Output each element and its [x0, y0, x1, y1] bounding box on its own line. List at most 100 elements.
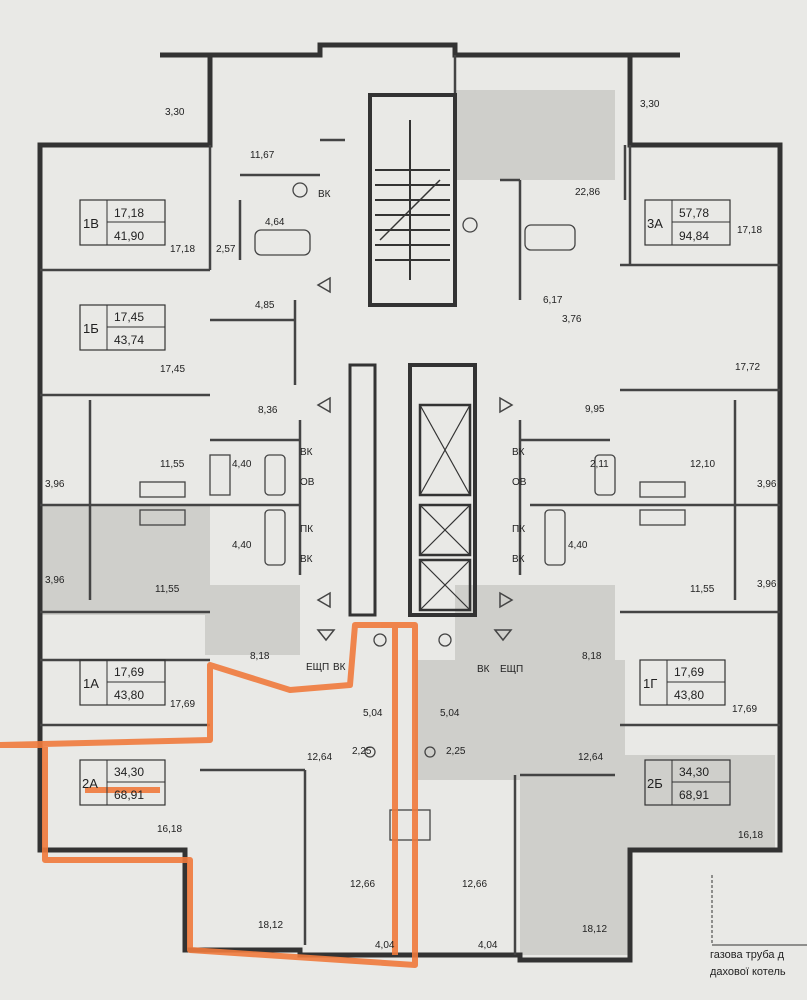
room-area: 5,04 [363, 708, 383, 719]
room-area: 3,96 [45, 575, 65, 586]
apt-1V: 1В 17,18 41,90 [79, 199, 166, 246]
room-area: 4,64 [265, 217, 285, 228]
apt-1A-total: 43,80 [114, 688, 144, 702]
walls [37, 42, 783, 963]
interior-walls [40, 55, 780, 955]
apt-1B-living: 17,45 [114, 310, 144, 324]
room-area: 5,04 [440, 708, 460, 719]
apt-1A: 1А 17,69 43,80 [79, 659, 166, 706]
apt-1G-total: 43,80 [674, 688, 704, 702]
shaft-label: ОВ [300, 477, 315, 488]
room-area: 17,69 [732, 704, 757, 715]
room-area: 17,18 [170, 244, 195, 255]
room-area: 16,18 [738, 830, 763, 841]
shaft-label: ОВ [512, 477, 527, 488]
room-area: 8,36 [258, 405, 278, 416]
room-area: 2,11 [590, 459, 609, 470]
room-area: 2,57 [216, 244, 236, 255]
highlight-2a [0, 622, 418, 968]
room-area: 3,30 [165, 107, 185, 118]
room-area: 17,72 [735, 362, 760, 373]
room-area: 8,18 [250, 651, 270, 662]
room-area: 16,18 [157, 824, 182, 835]
shaft-label: ВК [300, 447, 313, 458]
apt-1A-code: 1А [83, 676, 99, 691]
note-line-2: дахової котель [710, 966, 786, 978]
gas-pipe-note: газова труба д дахової котель [710, 875, 807, 978]
apt-1G: 1Г 17,69 43,80 [639, 659, 726, 706]
apt-2B-living: 34,30 [679, 765, 709, 779]
apt-1V-living: 17,18 [114, 206, 144, 220]
room-area: 2,25 [446, 746, 466, 757]
room-area: 9,95 [585, 404, 605, 415]
shaft-label: ВК [333, 662, 346, 673]
room-area: 12,66 [462, 879, 487, 890]
apt-2B-total: 68,91 [679, 788, 709, 802]
shaft-labels: ВК ВК ОВ ПК ВК ВК ОВ ПК ВК ЕЩП ВК ВК ЕЩП [300, 189, 527, 675]
shaft-label: ВК [300, 554, 313, 565]
apt-1A-living: 17,69 [114, 665, 144, 679]
room-area: 12,64 [307, 752, 332, 763]
shaft-label: ЕЩП [500, 664, 523, 675]
shaft-label: ВК [512, 447, 525, 458]
apt-2A-code: 2А [82, 776, 98, 791]
room-area: 4,40 [232, 540, 252, 551]
room-area: 22,86 [575, 187, 600, 198]
room-area-labels: 3,30 3,30 11,67 22,86 4,64 17,18 2,57 17… [45, 99, 777, 951]
room-area: 12,10 [690, 459, 715, 470]
room-area: 12,66 [350, 879, 375, 890]
apt-1B: 1Б 17,45 43,74 [79, 304, 166, 351]
room-area: 8,18 [582, 651, 602, 662]
door-markers [316, 276, 514, 642]
shaft-label: ПК [300, 524, 313, 535]
room-area: 18,12 [582, 924, 607, 935]
room-area: 3,96 [45, 479, 65, 490]
room-area: 12,64 [578, 752, 603, 763]
bathroom-fixtures [139, 182, 686, 841]
room-area: 3,96 [757, 479, 777, 490]
room-area: 3,30 [640, 99, 660, 110]
room-area: 4,04 [375, 940, 395, 951]
apt-3A: 3А 57,78 94,84 [644, 199, 731, 246]
room-area: 11,55 [155, 584, 180, 595]
apt-2A-living: 34,30 [114, 765, 144, 779]
room-area: 17,45 [160, 364, 185, 375]
apt-1B-code: 1Б [83, 321, 99, 336]
room-area: 2,25 [352, 746, 372, 757]
shaft-label: ВК [477, 664, 490, 675]
apt-2B-code: 2Б [647, 776, 663, 791]
shaft-label: ВК [512, 554, 525, 565]
room-area: 3,96 [757, 579, 777, 590]
room-area: 6,17 [543, 295, 563, 306]
room-area: 18,12 [258, 920, 283, 931]
shaded-areas [40, 90, 775, 955]
apt-3A-living: 57,78 [679, 206, 709, 220]
room-area: 11,67 [250, 150, 275, 161]
note-line-1: газова труба д [710, 949, 785, 961]
apt-2A-total: 68,91 [114, 788, 144, 802]
apt-1G-living: 17,69 [674, 665, 704, 679]
stair-core [368, 93, 457, 307]
shaft-label: ПК [512, 524, 525, 535]
apt-1G-code: 1Г [643, 676, 657, 691]
room-area: 4,85 [255, 300, 275, 311]
apt-1B-total: 43,74 [114, 333, 144, 347]
room-area: 11,55 [690, 584, 715, 595]
apt-3A-total: 94,84 [679, 229, 709, 243]
apt-1V-total: 41,90 [114, 229, 144, 243]
apt-2A: 2А 34,30 68,91 [79, 759, 166, 806]
shaft-label: ЕЩП [306, 662, 329, 673]
room-area: 4,04 [478, 940, 498, 951]
apt-2B: 2Б 34,30 68,91 [644, 759, 731, 806]
room-area: 17,69 [170, 699, 195, 710]
room-area: 3,76 [562, 314, 582, 325]
room-area: 4,40 [568, 540, 588, 551]
apt-3A-code: 3А [647, 216, 663, 231]
room-area: 11,55 [160, 459, 185, 470]
room-area: 17,18 [737, 225, 762, 236]
lift-shafts [348, 363, 477, 617]
shaft-label: ВК [318, 189, 331, 200]
apt-1V-code: 1В [83, 216, 99, 231]
room-area: 4,40 [232, 459, 252, 470]
